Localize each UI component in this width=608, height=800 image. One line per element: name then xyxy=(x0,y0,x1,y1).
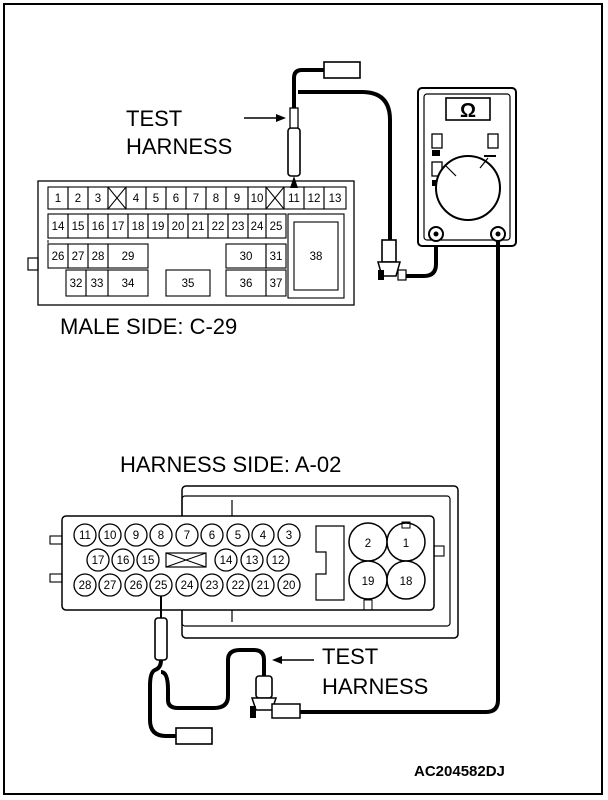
male-connector-c29: 1 2 3 4 5 6 7 8 9 10 11 12 13 14 15 16 1… xyxy=(27,180,355,306)
pin-label: 2 xyxy=(75,193,81,205)
pin-label: 35 xyxy=(182,278,195,290)
test-harness-label-line2: HARNESS xyxy=(322,674,428,699)
pin-label: 21 xyxy=(257,580,270,592)
pin-label: 24 xyxy=(251,221,264,233)
pin-label: 36 xyxy=(240,278,253,290)
male-connector-body xyxy=(37,180,355,306)
pin-label: 4 xyxy=(133,193,140,205)
pin-label: 2 xyxy=(365,538,371,550)
pin-label: 3 xyxy=(286,530,292,542)
pin-label: 28 xyxy=(92,251,105,263)
cavity-38 xyxy=(287,213,345,299)
ohm-icon: Ω xyxy=(460,100,476,122)
pin-label: 11 xyxy=(288,193,300,205)
pin-label: 9 xyxy=(133,530,139,542)
test-harness-label-line2: HARNESS xyxy=(126,134,232,159)
pin-label: 8 xyxy=(158,530,164,542)
pin-label: 15 xyxy=(72,221,85,233)
pin-label: 26 xyxy=(130,580,143,592)
pin-label: 13 xyxy=(329,193,342,205)
pin-label: 16 xyxy=(117,555,130,567)
pin-label: 16 xyxy=(92,221,105,233)
male-side-label: MALE SIDE: C-29 xyxy=(60,314,237,339)
ohmmeter-display xyxy=(445,97,491,121)
pin-label: 34 xyxy=(122,278,135,290)
pin-label: 23 xyxy=(232,221,245,233)
pin-label: 31 xyxy=(270,251,283,263)
pin-label: 8 xyxy=(213,193,219,205)
pin-label: 33 xyxy=(91,278,104,290)
meter-lead xyxy=(406,238,438,278)
pin-label: 6 xyxy=(209,530,215,542)
diagram-frame xyxy=(3,3,603,795)
pin-label: 25 xyxy=(270,221,283,233)
pin-label: 27 xyxy=(104,580,117,592)
ohmmeter: Ω xyxy=(417,87,517,247)
figure-code: AC204582DJ xyxy=(414,763,505,780)
pin-label: 24 xyxy=(181,580,194,592)
pin-label: 19 xyxy=(362,576,375,588)
pin-label: 30 xyxy=(240,251,253,263)
pin-label: 17 xyxy=(92,555,105,567)
pin-label: 21 xyxy=(192,221,205,233)
probe-body xyxy=(287,127,301,177)
pin-label: 9 xyxy=(234,193,240,205)
pin-label: 10 xyxy=(251,193,264,205)
harness-plug xyxy=(175,727,213,745)
pin-label: 4 xyxy=(260,530,267,542)
pin-label: 38 xyxy=(310,251,323,263)
pin-label: 25 xyxy=(155,580,168,592)
pin-label: 26 xyxy=(52,251,65,263)
pin-label: 17 xyxy=(112,221,125,233)
probe-tip xyxy=(290,176,298,188)
pin-label: 18 xyxy=(132,221,145,233)
pin-label: 10 xyxy=(104,530,117,542)
pin-label: 18 xyxy=(400,576,413,588)
pin-label: 20 xyxy=(172,221,185,233)
pin-label: 7 xyxy=(184,530,190,542)
pin-label: 13 xyxy=(246,555,259,567)
top-test-harness: TEST HARNESS xyxy=(126,61,407,281)
arrow-icon xyxy=(272,656,282,664)
harness-plug xyxy=(323,61,361,79)
pin-label: 11 xyxy=(79,530,91,542)
pin-label: 3 xyxy=(95,193,101,205)
pin-label: 22 xyxy=(212,221,225,233)
probe-body xyxy=(154,617,168,661)
pin-label: 28 xyxy=(79,580,92,592)
harness-side-label: HARNESS SIDE: A-02 xyxy=(120,452,341,477)
arrow-icon xyxy=(276,114,286,122)
pin-label: 12 xyxy=(272,555,285,567)
pin-label: 23 xyxy=(206,580,219,592)
pin-label: 15 xyxy=(142,555,155,567)
pin-label: 5 xyxy=(153,193,159,205)
pin-label: 20 xyxy=(283,580,296,592)
pin-label: 32 xyxy=(70,278,83,290)
pin-label: 6 xyxy=(173,193,179,205)
female-connector-a02: 11 10 9 8 7 6 5 4 3 17 16 15 14 13 12 28… xyxy=(49,485,459,639)
harness-wire xyxy=(292,68,324,108)
pin-label: 7 xyxy=(193,193,199,205)
pin-label: 19 xyxy=(152,221,165,233)
pin-label: 1 xyxy=(55,193,61,205)
pin-label: 1 xyxy=(403,538,409,550)
pin-label: 29 xyxy=(122,251,135,263)
pin-label: 14 xyxy=(52,221,65,233)
test-harness-label-line1: TEST xyxy=(126,106,182,131)
test-harness-label-line1: TEST xyxy=(322,644,378,669)
pin-label: 22 xyxy=(232,580,245,592)
pin-label: 37 xyxy=(270,278,283,290)
pin-label: 12 xyxy=(308,193,321,205)
pin-label: 5 xyxy=(235,530,241,542)
pin-label: 27 xyxy=(72,251,85,263)
harness-wire xyxy=(148,659,176,738)
pin-label: 14 xyxy=(220,555,233,567)
bottom-test-harness: TEST HARNESS xyxy=(148,596,428,745)
meter-return-lead xyxy=(300,241,500,714)
